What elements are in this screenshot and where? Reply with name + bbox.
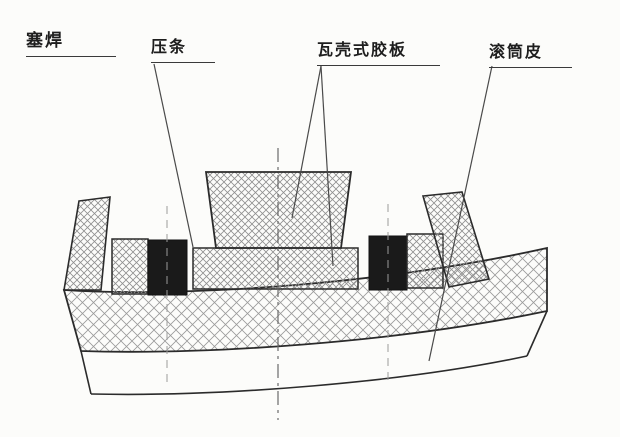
left-clamp-flange: [63, 196, 111, 291]
label-pressure-strip: 压条: [151, 33, 215, 63]
leader-pressure-strip: [153, 63, 194, 248]
right-clamp-flange: [421, 191, 491, 288]
drum-inner-shell-line: [80, 310, 548, 396]
label-shell-rubber-plate: 瓦壳式胶板: [317, 36, 440, 66]
left-clamp-block: [111, 238, 149, 295]
leader-shell-rubber-plate-1: [291, 65, 322, 219]
label-drum-skin: 滚筒皮: [489, 38, 572, 68]
label-plug-weld: 塞焊: [26, 26, 116, 57]
right-clamp-block: [406, 233, 444, 289]
pressure-strip-bar: [192, 247, 359, 290]
leader-shell-rubber-plate-2: [320, 65, 334, 267]
leader-drum-skin: [428, 65, 493, 362]
